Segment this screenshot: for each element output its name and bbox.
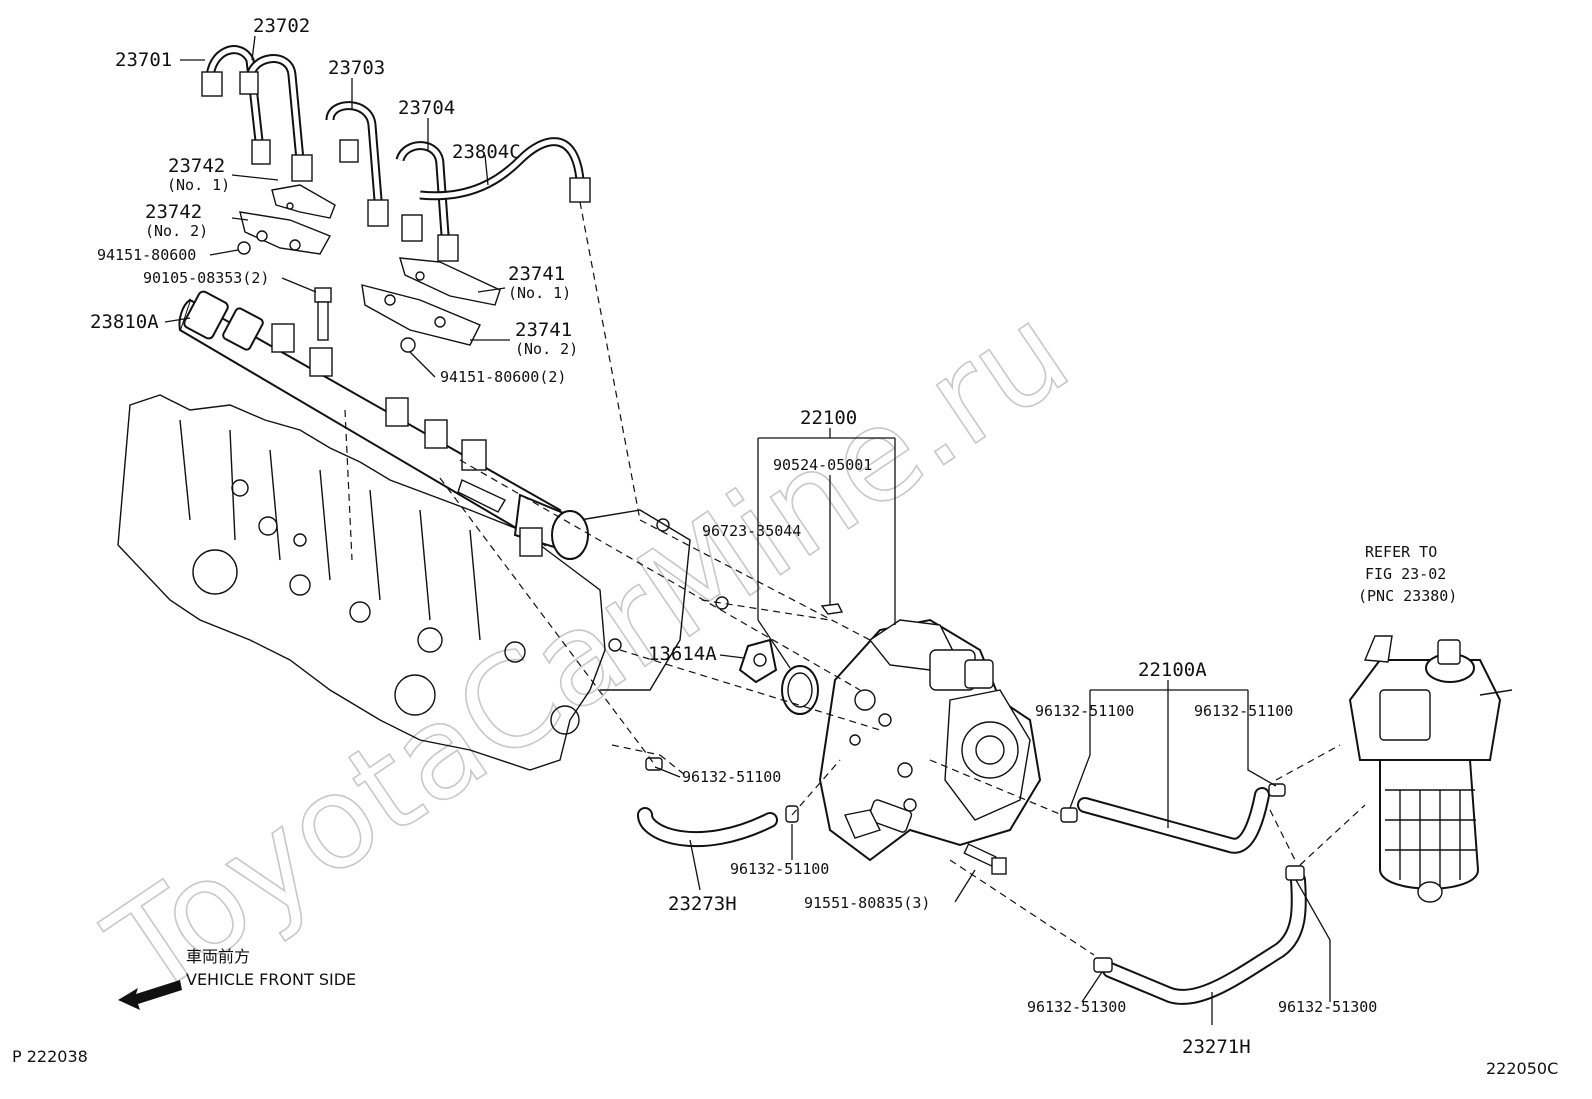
injection-pipe-23704 [395,141,459,262]
hose-23273h [637,807,778,848]
label-94151-80600-a: 94151-80600 [97,246,196,264]
direction-label-jp: 車両前方 [186,947,250,966]
label-96723-35044: 96723-35044 [702,522,801,540]
label-22100: 22100 [800,407,857,429]
fuel-filter-assembly [1348,635,1513,903]
injection-pipe-23702 [239,54,313,182]
label-23271h: 23271H [1182,1036,1251,1058]
label-23742-no2-sub: (No. 2) [145,222,208,240]
hose-clip-96132-51300-f [1285,865,1305,881]
label-90524-05001: 90524-05001 [773,456,872,474]
label-23810a: 23810A [90,311,159,333]
direction-label-en: VEHICLE FRONT SIDE [186,970,356,989]
label-90105-08353: 90105-08353(2) [143,269,269,287]
injection-pipe-23804c [419,137,591,203]
label-96132-51100-d: 96132-51100 [1194,702,1293,720]
label-23741-no1: 23741 [508,263,565,285]
coupling-13614a [738,638,778,684]
label-23704: 23704 [398,97,455,119]
label-96132-51100-c: 96132-51100 [1035,702,1134,720]
hose-clip-96132-51300-e [1093,957,1113,973]
hose-clip-96132-51100-d [1268,783,1286,797]
clamp-23741-no2 [361,284,481,346]
label-23742-no2: 23742 [145,201,202,223]
label-23741-no1-sub: (No. 1) [508,284,571,302]
label-96132-51300-f: 96132-51300 [1278,998,1377,1016]
figure-ref: P 222038 [12,1047,88,1066]
hose-22100a [1077,787,1270,854]
front-direction-arrow [118,980,182,1010]
clamp-23742-no1 [271,184,336,219]
figure-code: 222050C [1486,1059,1558,1078]
hose-clip-96132-51100-c [1060,807,1078,823]
label-23741-no2-sub: (No. 2) [515,340,578,358]
gasket-96723 [820,603,844,615]
reference-note-line1: REFER TO [1365,543,1437,561]
label-23742-no1-sub: (No. 1) [167,176,230,194]
bolt-91551-80835 [963,843,1007,875]
reference-note-line3: (PNC 23380) [1358,587,1457,605]
injection-pipe-23703 [325,101,389,227]
o-ring-inner [787,672,813,708]
label-23701: 23701 [115,49,172,71]
bolt-90105-08353 [314,287,332,341]
nut-94151-80600-a [237,241,251,255]
nut-94151-80600-b [400,337,416,353]
leader-lines [164,35,1331,1025]
label-96132-51100-b: 96132-51100 [730,860,829,878]
label-23742-no1: 23742 [168,155,225,177]
clamp-23742-no2 [239,211,331,255]
hose-23271h [1102,872,1307,1005]
label-23702: 23702 [253,15,310,37]
label-22100a: 22100A [1138,659,1207,681]
clamp-23741-no1 [399,257,501,306]
engine-block-outline [117,394,729,771]
label-13614a: 13614A [648,643,717,665]
label-94151-80600-b: 94151-80600(2) [440,368,566,386]
hose-clip-96132-51100-b [785,805,799,823]
label-23703: 23703 [328,57,385,79]
supply-pump-22100 [818,618,1042,862]
label-23804c: 23804C [452,141,521,163]
label-23273h: 23273H [668,893,737,915]
reference-note-line2: FIG 23-02 [1365,565,1446,583]
label-96132-51100-a: 96132-51100 [682,768,781,786]
label-96132-51300-e: 96132-51300 [1027,998,1126,1016]
hose-clip-96132-51100-a [645,757,663,771]
injection-pipe-23701 [201,45,271,165]
label-91551-80835: 91551-80835(3) [804,894,930,912]
common-rail-23810a [178,290,589,560]
label-23741-no2: 23741 [515,319,572,341]
connection-lines [344,201,1366,956]
